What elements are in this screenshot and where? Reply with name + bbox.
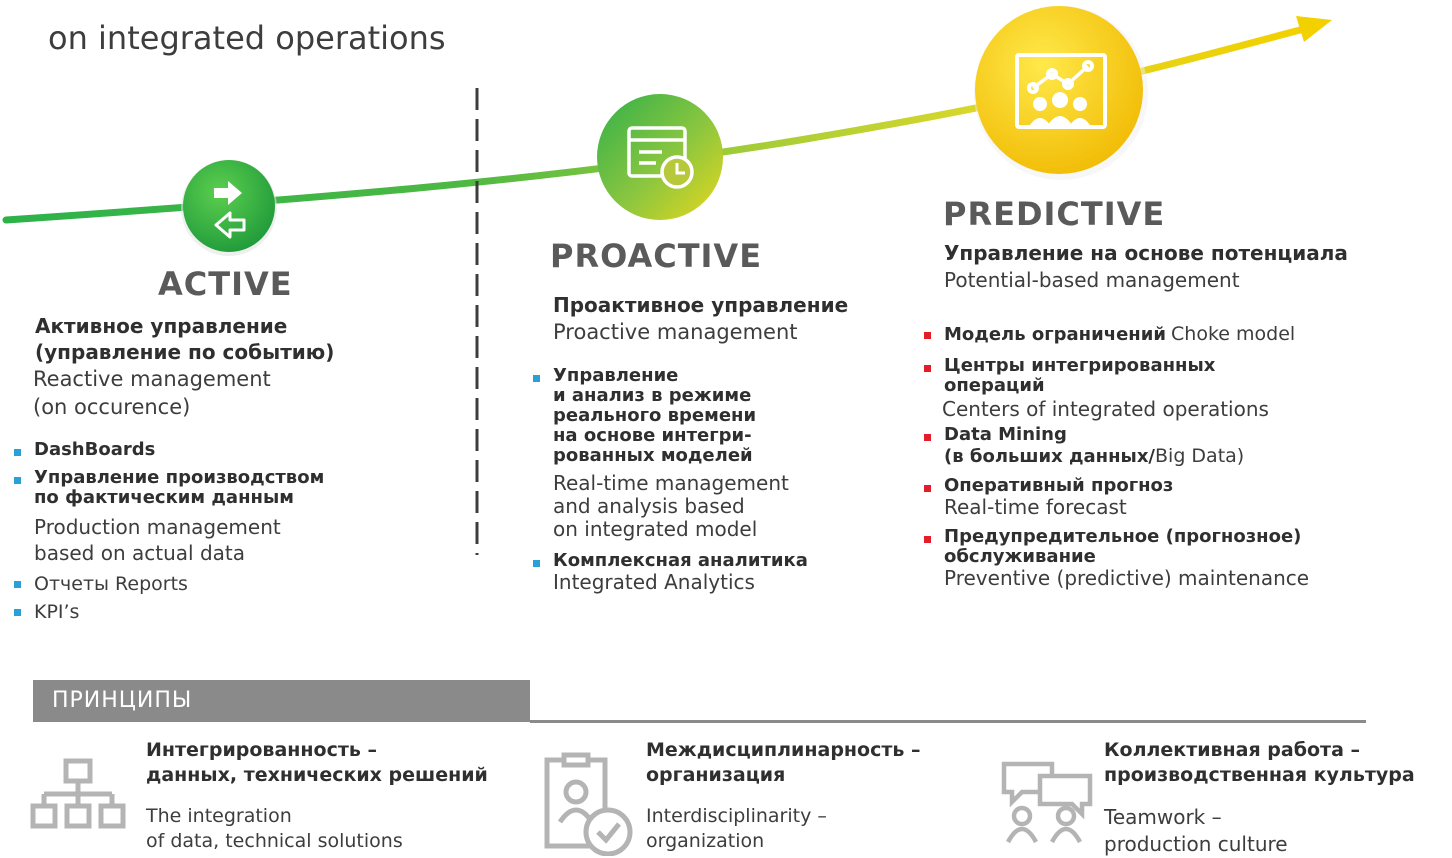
proactive-heading: Проактивное управление Proactive managem…	[553, 292, 848, 346]
active-circle	[181, 160, 277, 256]
proactive-circle	[597, 94, 723, 220]
principles-divider	[530, 720, 1366, 723]
list-item: Комплексная аналитика Integrated Analyti…	[533, 551, 913, 594]
list-item: Отчеты Reports	[14, 572, 454, 596]
list-item: DashBoards	[14, 440, 454, 460]
bullet-icon	[14, 477, 21, 484]
active-heading: Активное управление (управление по событ…	[33, 313, 335, 421]
active-bullets: DashBoards Управление производством по ф…	[14, 440, 454, 624]
active-heading-ru: Активное управление	[35, 314, 288, 338]
predictive-heading: Управление на основе потенциала Potentia…	[944, 240, 1348, 294]
calendar-clock-icon	[627, 126, 687, 178]
clipboard-check-icon	[544, 752, 633, 856]
bullet-icon	[533, 560, 540, 567]
bullet-icon	[14, 581, 21, 588]
bullet-icon	[533, 375, 540, 382]
active-heading-en-2: (on occurence)	[33, 395, 191, 419]
principles-label: ПРИНЦИПЫ	[52, 688, 193, 713]
list-item: Управление и анализ в режиме реального в…	[533, 366, 913, 541]
predictive-heading-en: Potential-based management	[944, 268, 1240, 292]
team-chat-icon	[1001, 761, 1093, 844]
active-heading-ru-2: (управление по событию)	[35, 340, 335, 364]
bullet-icon	[14, 449, 21, 456]
active-title: ACTIVE	[158, 265, 293, 303]
proactive-heading-en: Proactive management	[553, 320, 798, 344]
list-item: Модель ограничений Choke model	[924, 323, 1444, 346]
proactive-bullets: Управление и анализ в режиме реального в…	[533, 366, 913, 594]
bullet-icon	[924, 332, 931, 339]
list-item: Оперативный прогноз Real-time forecast	[924, 476, 1444, 519]
predictive-bullets: Модель ограничений Choke model Центры ин…	[924, 323, 1444, 590]
list-item: Предупредительное (прогнозное) обслужива…	[924, 527, 1444, 590]
principle-teamwork: Коллективная работа – производственная к…	[1104, 739, 1415, 856]
predictive-circle	[974, 6, 1148, 180]
bullet-icon	[14, 609, 21, 616]
arrow-head	[1296, 16, 1332, 42]
bullet-icon	[924, 485, 931, 492]
hierarchy-icon	[30, 758, 126, 829]
page-title: on integrated operations	[48, 0, 446, 58]
principle-interdisciplinarity: Междисциплинарность – организация Interd…	[646, 739, 921, 852]
bullet-icon	[924, 536, 931, 543]
list-item: KPI’s	[14, 600, 454, 624]
proactive-heading-ru: Проактивное управление	[553, 293, 849, 317]
proactive-title: PROACTIVE	[550, 237, 763, 275]
list-item: Data Mining (в больших данных/Big Data)	[924, 425, 1444, 468]
list-item: Управление производством по фактическим …	[14, 468, 454, 566]
people-icon	[1028, 92, 1092, 128]
bullet-icon	[924, 434, 931, 441]
bullet-icon	[924, 365, 931, 372]
principle-integration: Интегрированность – данных, технических …	[146, 739, 488, 852]
predictive-heading-ru: Управление на основе потенциала	[944, 241, 1348, 265]
predictive-title: PREDICTIVE	[943, 195, 1166, 233]
active-heading-en: Reactive management	[33, 367, 271, 391]
principles-bar	[33, 680, 530, 722]
list-item: Центры интегрированных операций Centers …	[924, 356, 1444, 421]
title-line: on integrated operations	[48, 19, 446, 57]
swap-arrows-icon	[214, 181, 246, 239]
